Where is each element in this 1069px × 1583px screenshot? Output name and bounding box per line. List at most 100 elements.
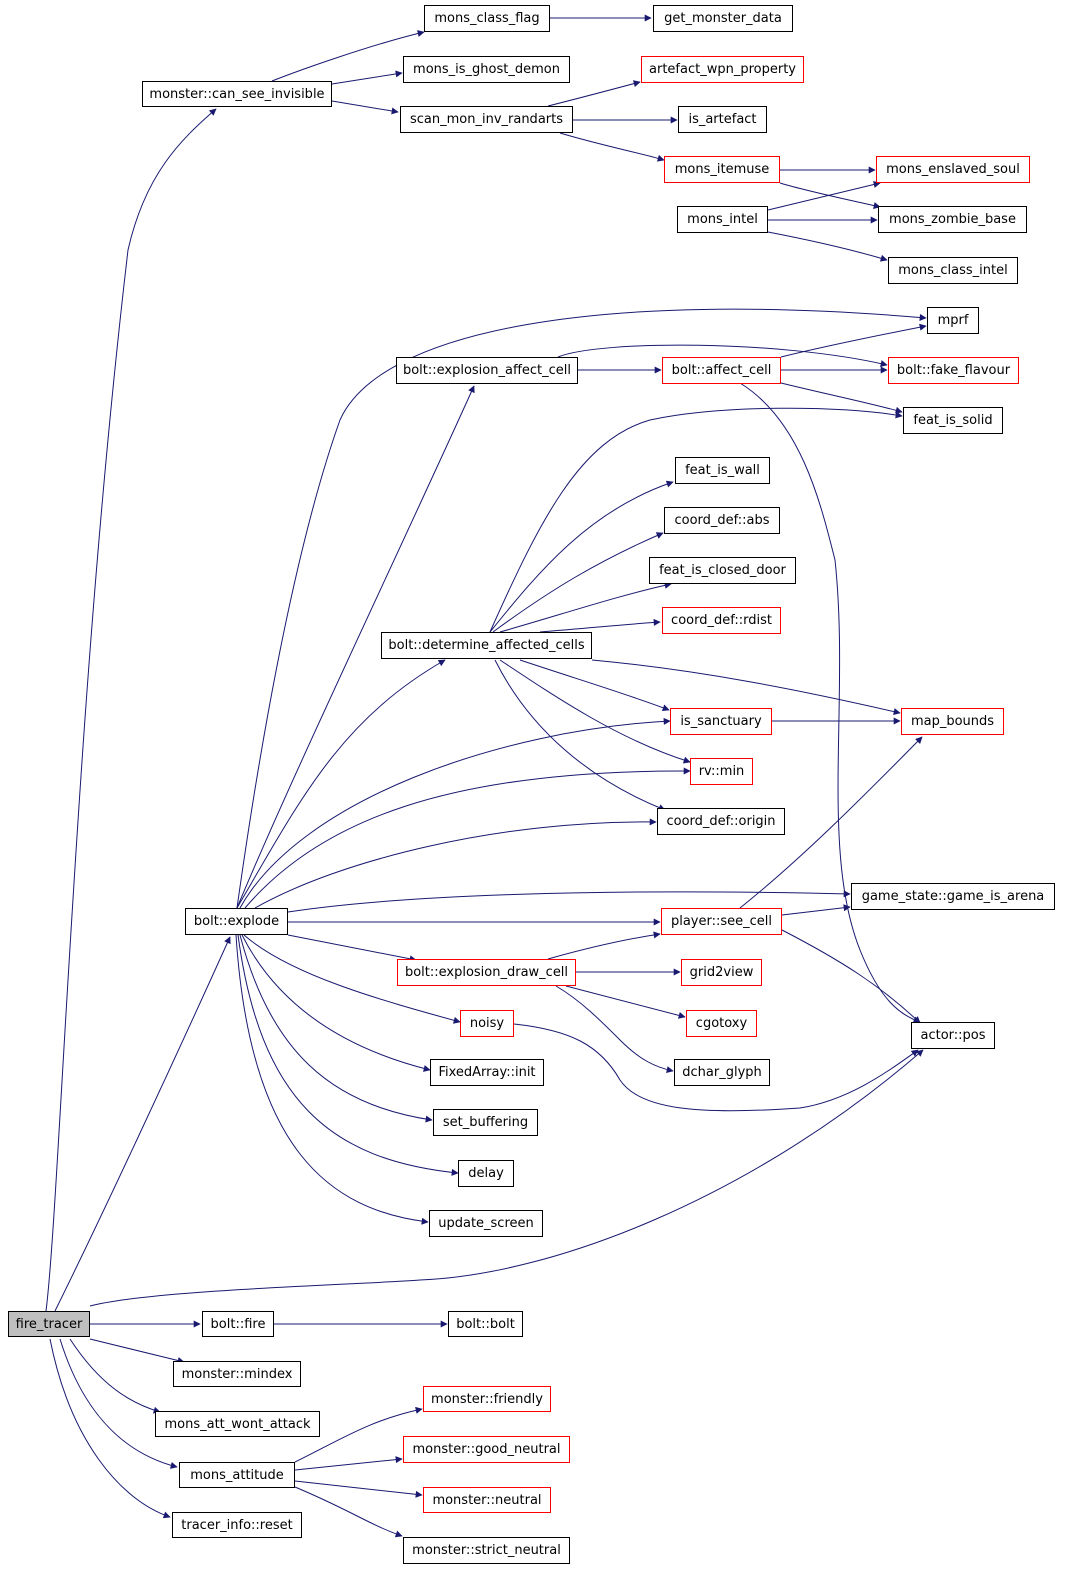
call-edge [591,659,901,715]
call-edge [559,132,665,162]
call-edge [54,936,231,1312]
node-noisy[interactable]: noisy [460,1010,514,1037]
call-edge [244,767,691,909]
node-mons-zombie-base[interactable]: mons_zombie_base [878,206,1027,233]
node-update-screen[interactable]: update_screen [429,1210,543,1237]
node-coord-def-abs[interactable]: coord_def::abs [664,507,780,534]
call-edge [547,80,641,107]
call-edge [780,382,903,414]
node-map-bounds[interactable]: map_bounds [901,708,1004,735]
node-monster-good-neutral[interactable]: monster::good_neutral [403,1436,570,1463]
node-fire-tracer[interactable]: fire_tracer [8,1311,90,1337]
node-rv-min[interactable]: rv::min [690,758,753,785]
call-edge [767,181,881,211]
call-edge [739,382,921,1024]
call-edge [243,934,461,1024]
node-mons-is-ghost-demon[interactable]: mons_is_ghost_demon [403,56,570,83]
node-bolt-fire[interactable]: bolt::fire [202,1311,274,1337]
node-mons-attitude[interactable]: mons_attitude [179,1462,295,1488]
node-artefact-wpn-property[interactable]: artefact_wpn_property [641,56,804,83]
call-edge [49,1338,171,1519]
node-feat-is-wall[interactable]: feat_is_wall [675,457,770,484]
node-monster-neutral[interactable]: monster::neutral [423,1487,551,1513]
node-get-monster-data[interactable]: get_monster_data [653,5,793,32]
call-edge [254,818,657,909]
node-tracer-info-reset[interactable]: tracer_info::reset [172,1512,302,1538]
node-bolt-explosion-affect-cell[interactable]: bolt::explosion_affect_cell [396,357,578,384]
node-scan-mon-inv-randarts[interactable]: scan_mon_inv_randarts [400,106,573,133]
node-dchar-glyph[interactable]: dchar_glyph [674,1059,770,1086]
node-bolt-bolt[interactable]: bolt::bolt [448,1311,523,1337]
call-edge [241,934,431,1072]
call-edge [59,1338,178,1469]
node-feat-is-closed-door[interactable]: feat_is_closed_door [649,557,796,584]
call-edge [519,659,670,712]
call-edge [236,385,475,909]
call-edge [331,100,399,115]
node-coord-def-rdist[interactable]: coord_def::rdist [662,607,781,634]
node-mons-intel[interactable]: mons_intel [677,206,768,233]
node-mons-att-wont-attack[interactable]: mons_att_wont_attack [155,1411,320,1437]
node-is-artefact[interactable]: is_artefact [678,106,767,133]
call-edge [767,231,888,262]
call-edge [287,890,851,913]
node-monster-strict-neutral[interactable]: monster::strict_neutral [403,1537,570,1564]
node-is-sanctuary[interactable]: is_sanctuary [670,708,772,735]
call-edge [331,70,403,85]
node-mons-itemuse[interactable]: mons_itemuse [664,156,780,183]
call-edge [69,1338,161,1414]
node-monster-friendly[interactable]: monster::friendly [423,1386,551,1412]
node-bolt-explosion-draw-cell[interactable]: bolt::explosion_draw_cell [397,959,576,986]
call-edge [539,618,661,633]
call-edge [739,736,923,909]
call-edge [557,344,888,367]
node-cgotoxy[interactable]: cgotoxy [686,1010,757,1037]
node-mprf[interactable]: mprf [927,307,979,334]
node-feat-is-solid[interactable]: feat_is_solid [903,407,1003,434]
call-edge [565,985,686,1019]
call-edge [780,323,927,358]
call-edge [555,985,674,1074]
node-monster-mindex[interactable]: monster::mindex [173,1361,301,1387]
call-edge [239,717,671,909]
node-player-see-cell[interactable]: player::see_cell [661,908,782,935]
call-edge [489,407,903,633]
node-fixedarray-init[interactable]: FixedArray::init [430,1059,544,1086]
node-bolt-affect-cell[interactable]: bolt::affect_cell [662,357,781,384]
call-edge [781,904,851,916]
node-bolt-explode[interactable]: bolt::explode [185,908,288,935]
call-edge [294,1486,403,1538]
call-edge [294,1456,403,1471]
call-edge [547,931,661,960]
node-delay[interactable]: delay [458,1160,514,1187]
node-game-state-game-is-arena[interactable]: game_state::game_is_arena [851,883,1055,910]
call-edge [236,308,927,909]
node-set-buffering[interactable]: set_buffering [433,1109,538,1136]
node-grid2view[interactable]: grid2view [681,959,762,986]
call-edge [237,934,459,1176]
node-mons-enslaved-soul[interactable]: mons_enslaved_soul [876,156,1030,183]
call-edge [287,934,417,963]
call-edge [499,581,672,633]
node-mons-class-flag[interactable]: mons_class_flag [424,5,550,32]
call-edge [781,929,921,1024]
node-bolt-fake-flavour[interactable]: bolt::fake_flavour [888,357,1019,384]
call-edge [492,532,664,633]
call-edge [89,1049,924,1307]
call-edge [236,659,446,909]
node-coord-def-origin[interactable]: coord_def::origin [657,808,785,835]
node-monster-can-see-invisible[interactable]: monster::can_see_invisible [142,81,332,107]
node-mons-class-intel[interactable]: mons_class_intel [888,257,1018,284]
call-edge [489,480,674,633]
call-edge [235,934,429,1225]
call-edge [513,1023,919,1112]
node-bolt-determine-affected-cells[interactable]: bolt::determine_affected_cells [381,632,592,659]
call-edge [239,934,433,1123]
call-edge [271,30,425,82]
call-edge [499,659,691,764]
call-edge [89,1338,185,1364]
call-edge [494,659,666,811]
node-actor-pos[interactable]: actor::pos [911,1022,995,1049]
